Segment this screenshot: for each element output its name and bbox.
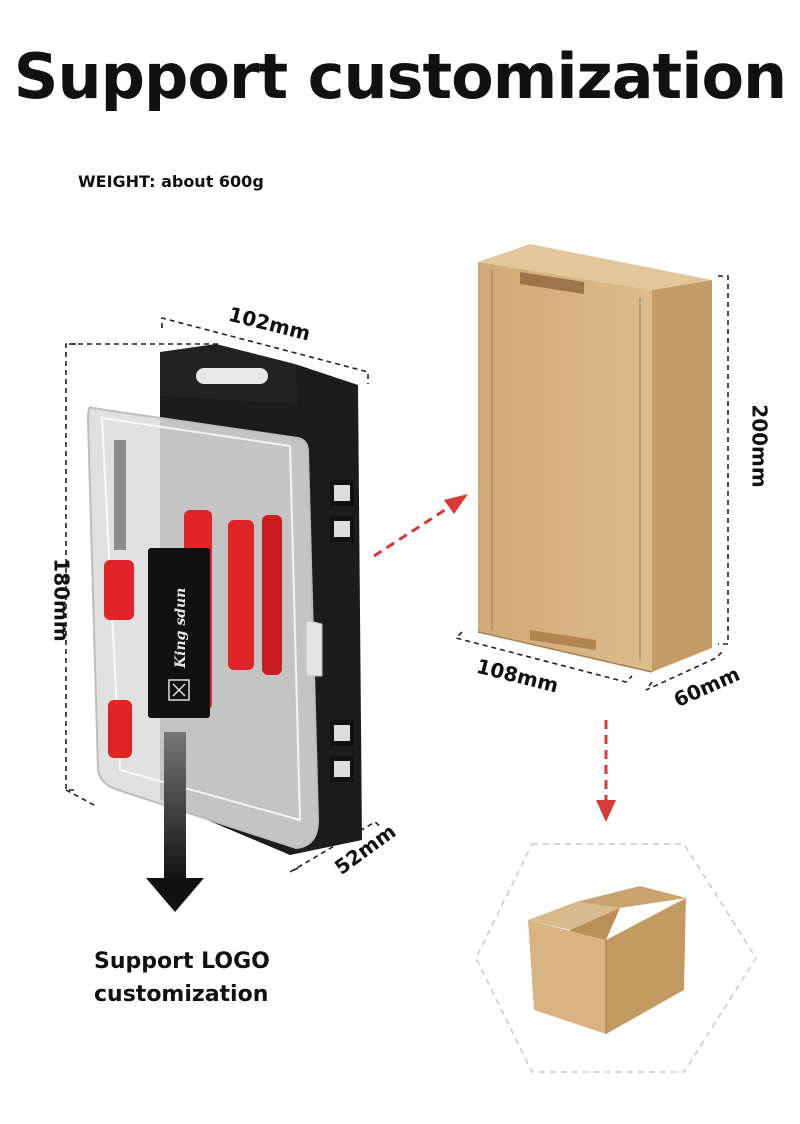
toolbox-height-label: 180mm [49,558,74,642]
hexagon-frame [475,843,757,1073]
weight-spec: WEIGHT: about 600g [78,172,264,191]
down-arrow-icon [146,732,204,912]
logo-customization-note: Support LOGO customization [94,945,270,1011]
logo-note-line2: customization [94,982,269,1007]
carton-box [477,244,712,673]
shipping-box-icon [528,886,686,1034]
toolbox-dimension-lines [65,316,383,873]
dashed-arrow-right-icon [373,494,468,558]
brand-label: King sdun [173,588,189,669]
dashed-arrow-down-icon [596,720,616,822]
logo-note-line1: Support LOGO [94,949,270,974]
brand-logo-icon [168,679,190,701]
page-title: Support customization [13,40,787,113]
toolbox-case [86,344,362,855]
carton-dimension-lines [454,275,729,691]
carton-height-label: 200mm [747,404,772,488]
